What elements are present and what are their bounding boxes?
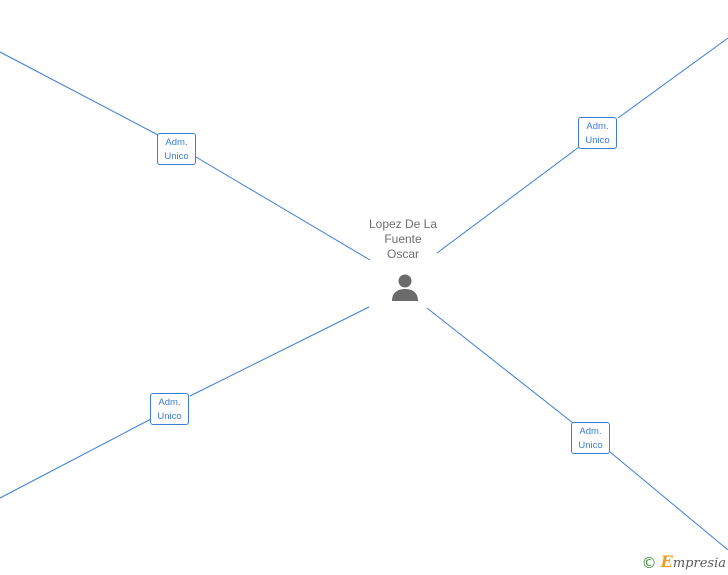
role-label-line-2: Unico xyxy=(585,135,610,146)
person-name[interactable]: Lopez De La Fuente Oscar xyxy=(353,217,453,262)
role-box-top-right[interactable]: Adm. Unico xyxy=(578,117,617,149)
role-label-line-1: Adm. xyxy=(165,137,188,148)
connector-line-bottom-left-inner xyxy=(189,306,370,397)
role-label-line-1: Adm. xyxy=(158,397,181,408)
connector-line-top-right-inner xyxy=(436,146,580,254)
brand-logo: Empresia xyxy=(661,553,726,573)
role-box-bottom-right[interactable]: Adm. Unico xyxy=(571,422,610,454)
role-box-top-left[interactable]: Adm. Unico xyxy=(157,133,196,165)
person-name-line-3: Oscar xyxy=(386,247,419,261)
connector-line-bottom-right-outer xyxy=(609,451,728,551)
role-label-line-2: Unico xyxy=(578,440,603,451)
connector-line-top-right-outer xyxy=(617,37,728,119)
role-label-line-1: Adm. xyxy=(586,121,609,132)
person-name-line-2: Fuente xyxy=(384,232,422,246)
role-label-line-1: Adm. xyxy=(579,426,602,437)
connector-line-bottom-left-outer xyxy=(0,418,152,499)
role-box-bottom-left[interactable]: Adm. Unico xyxy=(150,393,189,425)
role-label-line-2: Unico xyxy=(164,151,189,162)
brand-initial: E xyxy=(660,552,673,571)
connector-line-bottom-right-inner xyxy=(426,307,574,424)
person-name-line-1: Lopez De La xyxy=(368,217,438,231)
connector-line-top-left-inner xyxy=(195,156,371,261)
brand-rest: mpresia xyxy=(672,556,726,571)
connector-line-top-left-outer xyxy=(0,51,159,136)
copyright-icon: © xyxy=(641,554,657,572)
person-icon[interactable] xyxy=(390,272,420,302)
empresia-watermark: © Empresia xyxy=(641,553,726,573)
role-label-line-2: Unico xyxy=(157,411,182,422)
